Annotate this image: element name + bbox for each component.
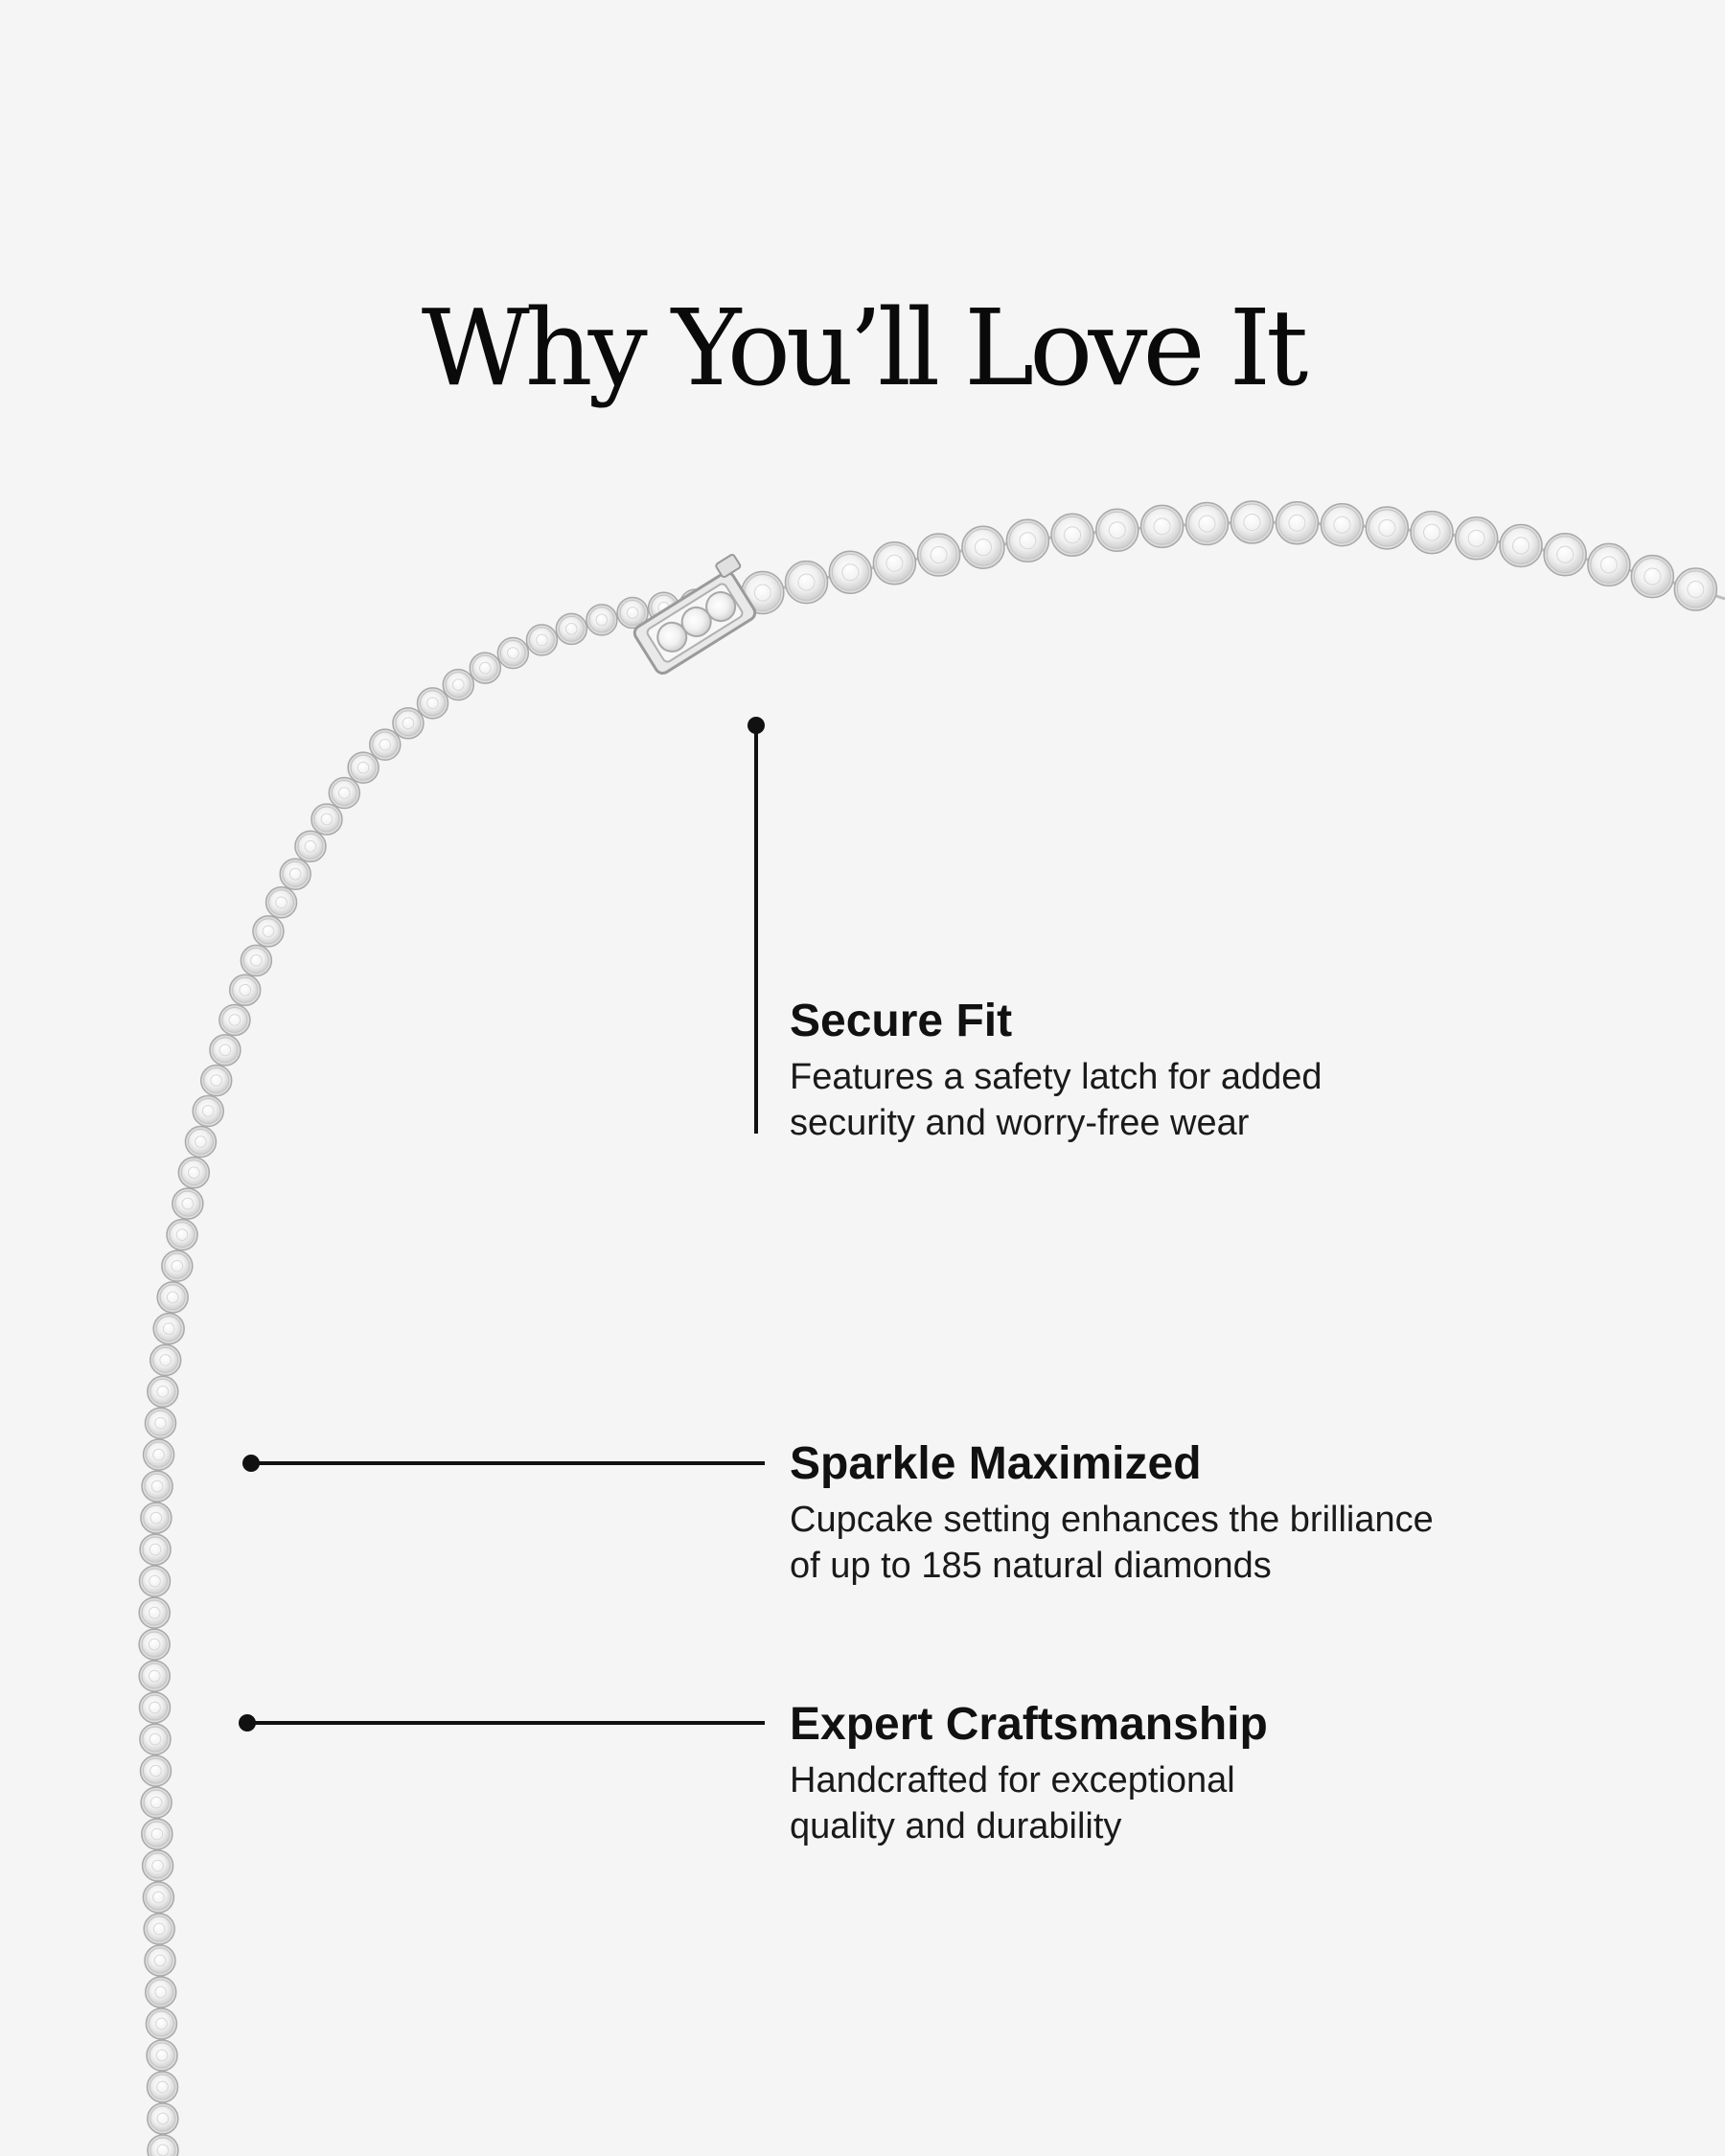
diamond-stone xyxy=(1139,504,1184,549)
diamond-stone xyxy=(1410,510,1454,555)
diamond-stone xyxy=(147,2134,179,2156)
diamond-stone xyxy=(156,1281,189,1314)
diamond-stones-upper xyxy=(741,500,1718,615)
diamond-stone xyxy=(144,1944,176,1977)
feature-title: Sparkle Maximized xyxy=(790,1438,1202,1489)
diamond-stone xyxy=(228,974,262,1007)
diamond-stone xyxy=(1499,523,1543,568)
diamond-stone xyxy=(138,1565,172,1597)
diamond-stone xyxy=(1184,501,1230,546)
diamond-stone xyxy=(279,858,311,890)
diamond-stone xyxy=(392,706,425,740)
diamond-stone xyxy=(152,1312,185,1345)
diamond-stone xyxy=(138,1660,171,1692)
diamond-stone xyxy=(142,1438,175,1471)
diamond-stone xyxy=(1050,513,1094,558)
diamond-stone xyxy=(141,1818,173,1850)
diamond-stone xyxy=(143,1913,175,1945)
diamond-stone xyxy=(144,1407,177,1439)
diamond-stone xyxy=(209,1034,242,1067)
diamond-stone xyxy=(369,728,402,761)
diamond-stone xyxy=(252,915,285,948)
connector-secure-fit xyxy=(748,717,765,1134)
diamond-stone xyxy=(1095,508,1139,553)
diamond-stone xyxy=(1320,502,1365,547)
diamond-stone xyxy=(138,1691,172,1724)
clasp-icon xyxy=(632,554,757,676)
diamond-stone xyxy=(218,1003,251,1037)
feature-description: Cupcake setting enhances the brilliance … xyxy=(790,1500,1434,1586)
diamond-stone xyxy=(784,560,829,605)
diamond-stone xyxy=(147,1375,179,1409)
diamond-stone xyxy=(141,1470,173,1502)
diamond-stone xyxy=(199,1064,233,1097)
diamond-stone xyxy=(328,776,361,810)
diamond-stone xyxy=(1673,567,1718,611)
headline: Why You’ll Love It xyxy=(421,287,1309,409)
diamond-stone xyxy=(140,1502,172,1534)
diamond-stones-lower xyxy=(138,587,744,2156)
diamond-stone xyxy=(586,604,618,636)
diamond-stone xyxy=(146,2071,179,2103)
feature-title: Expert Craftsmanship xyxy=(790,1699,1268,1750)
connector-expert-craftsmanship xyxy=(239,1714,765,1732)
diamond-stone xyxy=(1005,518,1050,563)
diamond-stone xyxy=(264,886,298,919)
diamond-stone xyxy=(141,1849,174,1882)
diamond-stone xyxy=(140,1786,172,1819)
diamond-stone xyxy=(347,751,380,784)
diamond-stone xyxy=(469,652,502,684)
diamond-stone xyxy=(294,830,327,863)
diamond-stone xyxy=(138,1596,171,1629)
diamond-stone xyxy=(142,1881,175,1914)
diamond-stone xyxy=(916,533,961,577)
feature-title: Secure Fit xyxy=(790,996,1013,1046)
feature-sparkle-maximized: Sparkle Maximized Cupcake setting enhanc… xyxy=(790,1435,1614,1589)
diamond-stone xyxy=(161,1250,194,1282)
diamond-stone xyxy=(139,1533,172,1566)
diamond-stone xyxy=(192,1094,224,1128)
diamond-stone xyxy=(144,1976,177,2008)
diamond-stone xyxy=(177,1157,211,1189)
diamond-stone xyxy=(1275,500,1320,545)
diamond-stone xyxy=(555,612,588,646)
diamond-stone xyxy=(442,668,475,701)
diamond-stone xyxy=(1630,554,1675,599)
diamond-stone xyxy=(184,1125,218,1158)
diamond-stone xyxy=(872,541,917,585)
diamond-stone xyxy=(1230,500,1275,544)
feature-secure-fit: Secure Fit Features a safety latch for a… xyxy=(790,993,1614,1146)
diamond-stone xyxy=(741,570,785,615)
diamond-stone xyxy=(416,687,449,720)
feature-description: Features a safety latch for added securi… xyxy=(790,1057,1322,1143)
diamond-stone xyxy=(139,1755,172,1787)
diamond-stone xyxy=(961,525,1005,569)
diamond-stone xyxy=(1543,532,1587,577)
feature-expert-craftsmanship: Expert Craftsmanship Handcrafted for exc… xyxy=(790,1696,1614,1849)
diamond-stone xyxy=(1454,516,1499,561)
diamond-stone xyxy=(496,636,530,670)
diamond-stone xyxy=(1587,542,1631,587)
diamond-stone xyxy=(525,624,559,656)
diamond-stone xyxy=(145,2007,178,2040)
diamond-stone xyxy=(146,2039,178,2072)
diamond-stone xyxy=(139,1723,172,1755)
feature-description: Handcrafted for exceptional quality and … xyxy=(790,1760,1235,1846)
diamond-stone xyxy=(138,1628,171,1661)
diamond-stone xyxy=(147,2102,179,2135)
diamond-stone xyxy=(166,1218,198,1251)
diamond-stone xyxy=(828,550,873,595)
connector-sparkle-maximized xyxy=(242,1455,765,1472)
diamond-stone xyxy=(310,803,343,836)
diamond-stone xyxy=(172,1187,204,1220)
diamond-stone xyxy=(616,596,649,630)
diamond-stone xyxy=(149,1343,182,1377)
diamond-stone xyxy=(1365,506,1410,550)
diamond-stone xyxy=(240,944,273,977)
